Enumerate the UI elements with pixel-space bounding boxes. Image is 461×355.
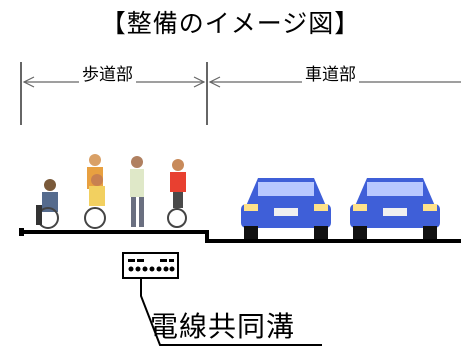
wheelchair-user-1 <box>36 179 59 229</box>
car-2 <box>350 178 440 239</box>
sidewalk-label: 歩道部 <box>79 60 136 85</box>
wheelchair-user-2 <box>84 154 106 229</box>
cyclist <box>167 159 187 228</box>
utility-duct-box <box>122 252 179 279</box>
walking-person <box>130 156 144 227</box>
roadway-label: 車道部 <box>302 60 359 85</box>
ground-line <box>19 228 461 243</box>
utility-duct-label: 電線共同溝 <box>150 310 296 343</box>
car-1 <box>241 178 331 239</box>
diagram-title: 【整備のイメージ図】 <box>100 9 361 38</box>
duct-leader-line <box>140 278 322 346</box>
